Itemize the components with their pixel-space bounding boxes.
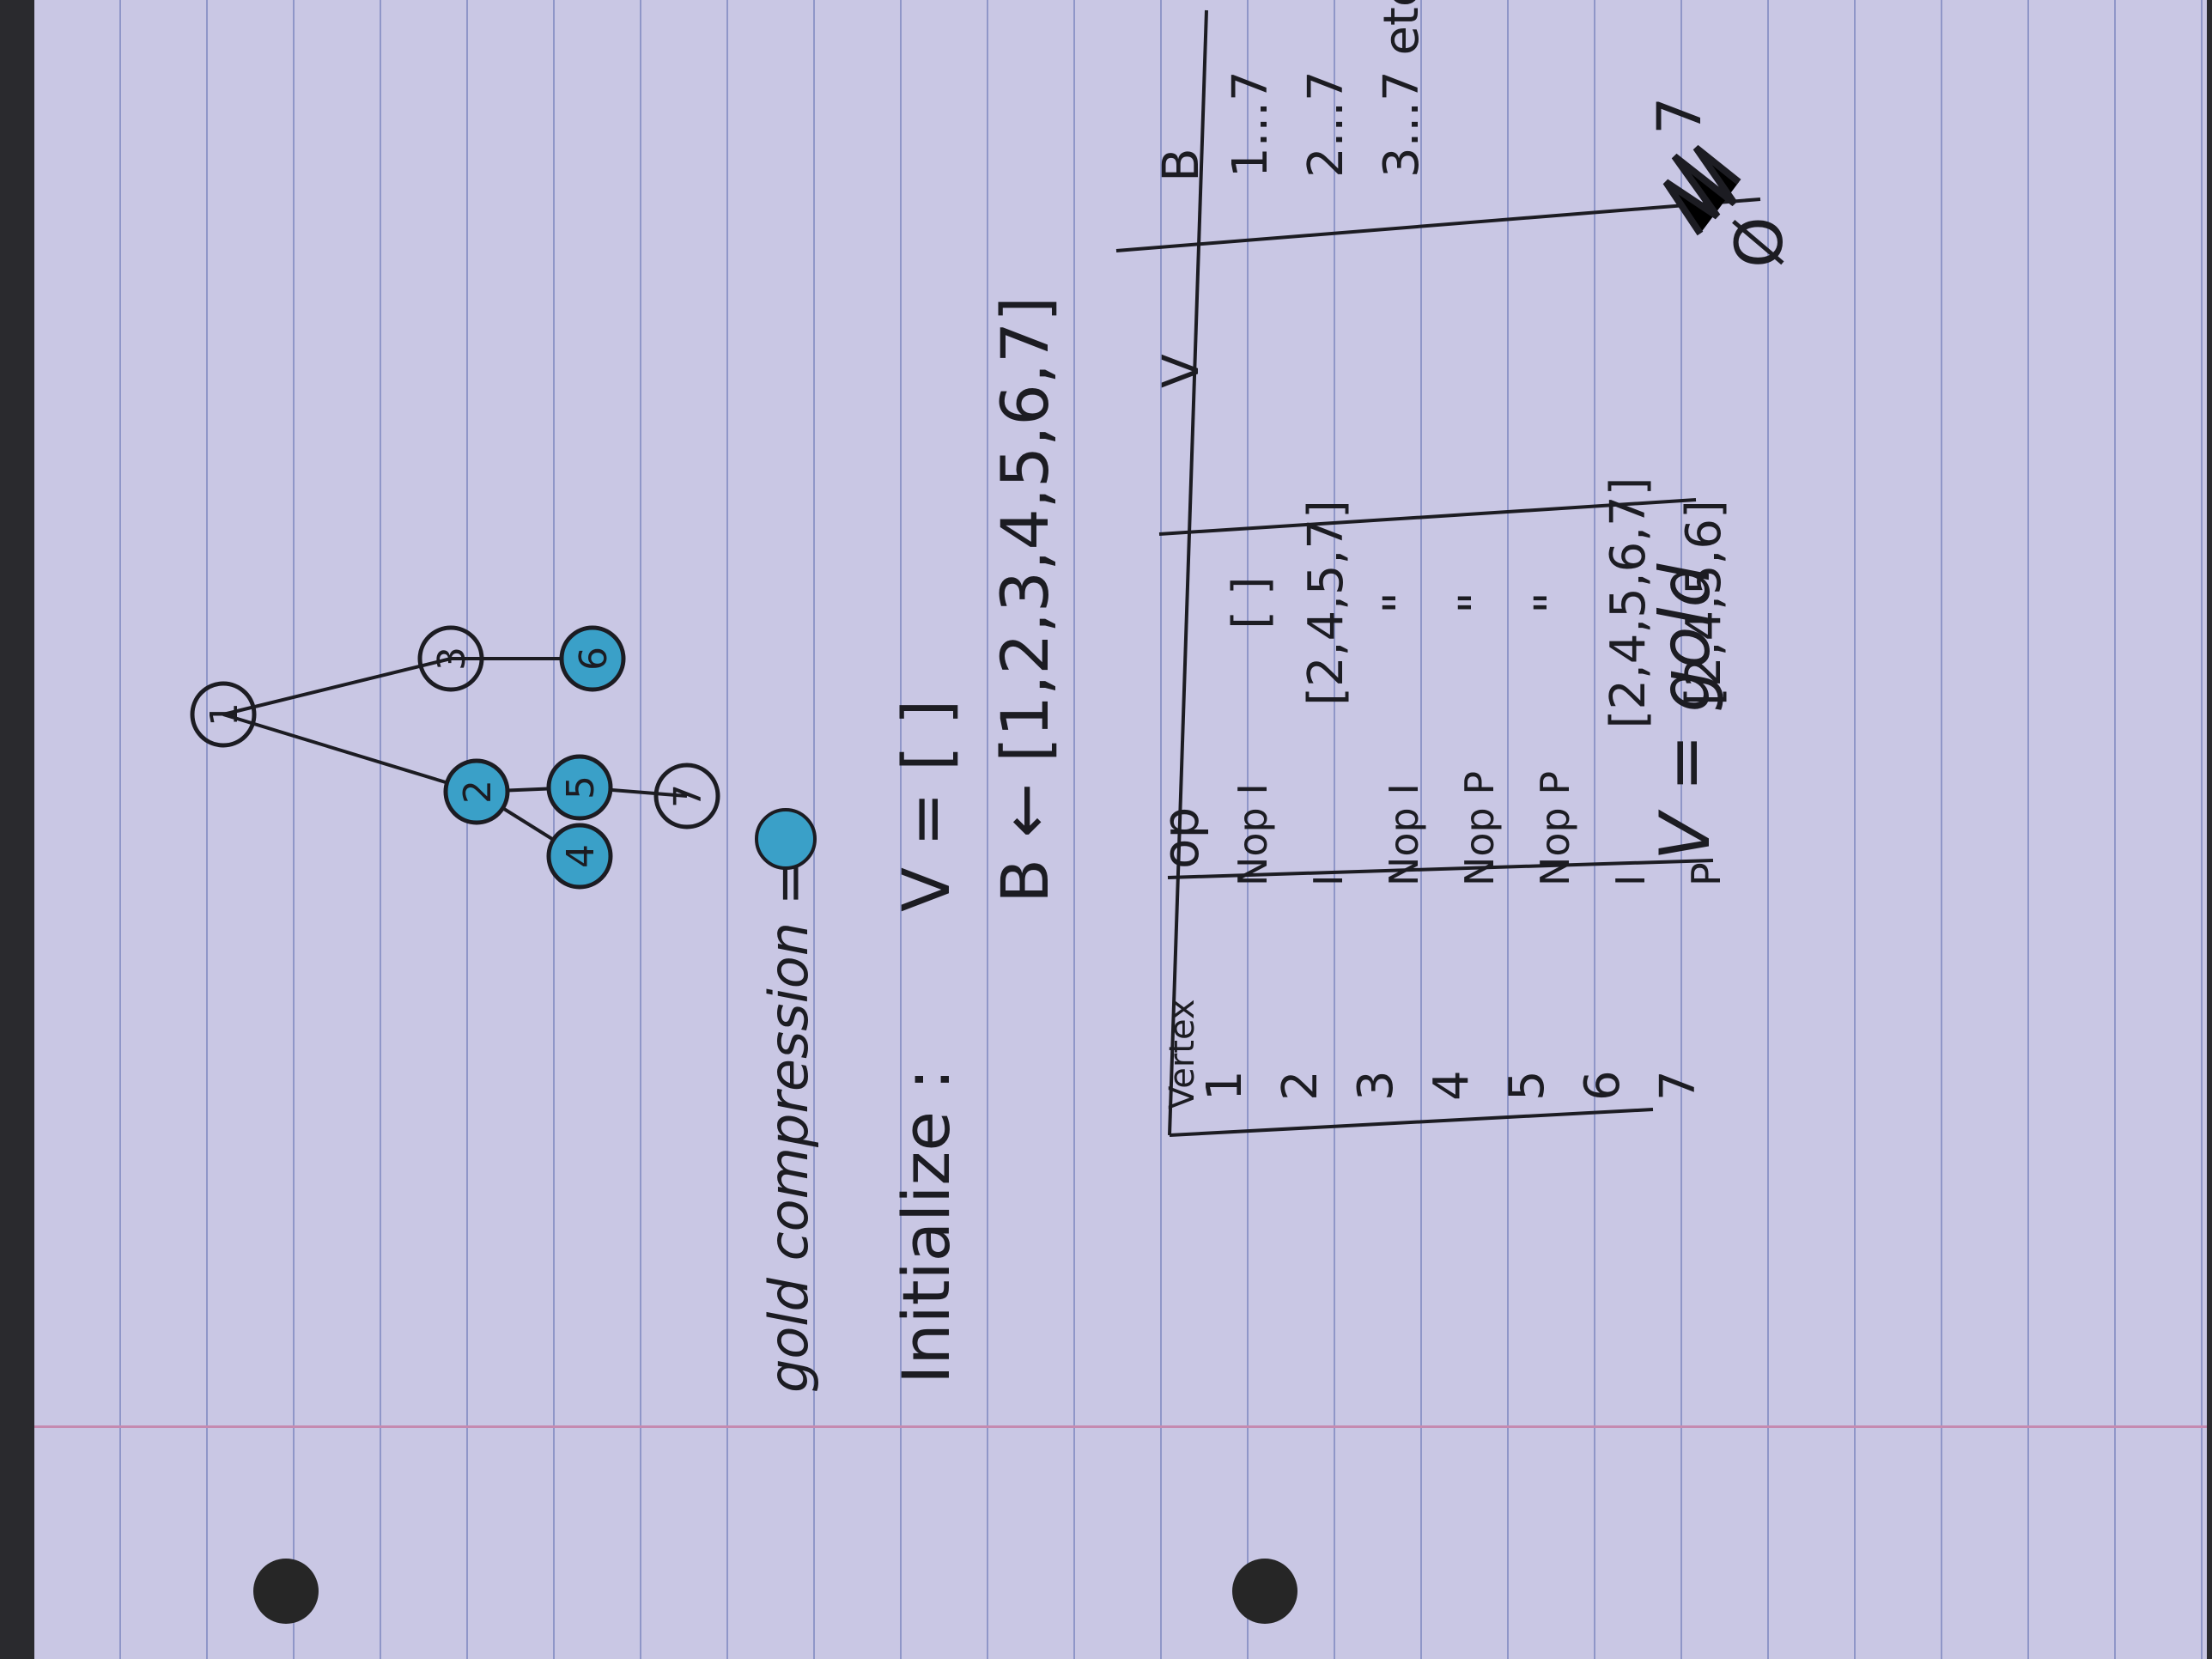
table-cell: 3...7 etc. bbox=[1374, 0, 1430, 178]
table-row: 6 I [2,4,5,6,7] bbox=[1575, 477, 1656, 1101]
scribble-mark bbox=[1662, 144, 1741, 236]
table-cell: 5 bbox=[1499, 1070, 1555, 1101]
tree-node-circle bbox=[443, 758, 510, 825]
tree-node-label: 3 bbox=[430, 647, 474, 671]
punch-hole bbox=[253, 1559, 319, 1624]
side-note-empty-set: Ø bbox=[1721, 216, 1797, 268]
tree-node-circle bbox=[190, 681, 257, 748]
table-cell: 2 bbox=[1273, 1070, 1328, 1101]
table-cell: 7 bbox=[1650, 1070, 1706, 1101]
initialize-label: Initialize : bbox=[888, 1068, 964, 1384]
table-cell: Nop P bbox=[1456, 771, 1503, 886]
punch-hole bbox=[1232, 1559, 1297, 1624]
table-row: 7 P [2,4,5,6] bbox=[1650, 500, 1732, 1101]
table-cell: " bbox=[1449, 592, 1505, 614]
table-cell: I bbox=[1607, 874, 1654, 886]
table-cell: 2...7 bbox=[1298, 70, 1354, 178]
tree-node-5: 5 bbox=[546, 754, 613, 821]
tree-node-label: 4 bbox=[559, 844, 603, 868]
tree-node-circle bbox=[546, 754, 613, 821]
tree-node-circle bbox=[559, 625, 626, 692]
table-cell: 1...7 bbox=[1223, 70, 1279, 178]
tree-node-7: 7 bbox=[653, 763, 720, 830]
tree-node-label: 2 bbox=[456, 780, 500, 804]
tree-node-3: 3 bbox=[417, 625, 484, 692]
table-cell: 3 bbox=[1348, 1070, 1404, 1101]
tree-node-6: 6 bbox=[559, 625, 626, 692]
table-row: 3 Nop I " 3...7 etc. bbox=[1348, 0, 1430, 1101]
header-b: B bbox=[1152, 148, 1210, 182]
tree-node-label: 7 bbox=[666, 784, 710, 808]
table-cell: 1 bbox=[1197, 1070, 1253, 1101]
blue-marker-dot bbox=[755, 808, 817, 870]
gold-compression-label: gold compression = bbox=[757, 860, 820, 1393]
table-cell: Nop I bbox=[1381, 783, 1427, 886]
notebook-page bbox=[34, 0, 2207, 1659]
margin-line bbox=[34, 1425, 2207, 1428]
tree-node-circle bbox=[546, 823, 613, 890]
tree-node-1: 1 bbox=[190, 681, 257, 748]
v-initial: V = [ ] bbox=[888, 700, 964, 912]
tree-nodes: 1 2 3 4 5 6 7 bbox=[190, 625, 720, 890]
tree-node-label: 1 bbox=[203, 702, 246, 726]
table-cell: I bbox=[1305, 874, 1352, 886]
tree-edge bbox=[222, 713, 477, 793]
tree-node-label: 6 bbox=[572, 647, 616, 671]
table-cell: [2,4,5,7] bbox=[1298, 500, 1354, 706]
header-op: op bbox=[1152, 807, 1210, 869]
table-row: 5 Nop P " bbox=[1499, 592, 1581, 1101]
header-v: V bbox=[1152, 354, 1210, 388]
table-cell: [2,4,5,6,7] bbox=[1601, 477, 1656, 728]
table-header: Vertex op V B bbox=[1152, 148, 1210, 1109]
table-row: 4 Nop P " bbox=[1424, 592, 1505, 1101]
result-line: V = gold bbox=[1645, 562, 1725, 860]
table-cell: [ ] bbox=[1223, 576, 1279, 629]
b-initial: B ← [1,2,3,4,5,6,7] bbox=[987, 296, 1063, 903]
table-cell: 6 bbox=[1575, 1070, 1631, 1101]
table-cell: 4 bbox=[1424, 1070, 1480, 1101]
table-row: 1 Nop I [ ] 1...7 bbox=[1197, 70, 1279, 1101]
tree-diagram: 1 2 3 4 5 6 7 bbox=[190, 625, 720, 890]
table-cell: " bbox=[1374, 592, 1430, 614]
table-lines bbox=[1115, 9, 1761, 1137]
tree-node-circle bbox=[417, 625, 484, 692]
header-vertex: Vertex bbox=[1163, 999, 1202, 1109]
table-body: 1 Nop I [ ] 1...7 2 I [2,4,5,7] 2...7 3 Nop I " 3..… bbox=[1197, 0, 1732, 1101]
table-cell: P bbox=[1683, 862, 1729, 886]
table-row: 2 I [2,4,5,7] 2...7 bbox=[1273, 70, 1354, 1101]
tree-node-label: 5 bbox=[559, 775, 603, 799]
table-cell: [2,4,5,6] bbox=[1676, 500, 1732, 706]
table-cell: Nop P bbox=[1532, 771, 1578, 886]
tree-node-circle bbox=[653, 763, 720, 830]
tree-edge bbox=[222, 657, 452, 716]
tree-node-2: 2 bbox=[443, 758, 510, 825]
side-note-seven: 7 bbox=[1644, 96, 1715, 135]
tree-node-4: 4 bbox=[546, 823, 613, 890]
table-cell: Nop I bbox=[1230, 783, 1276, 886]
table-cell: " bbox=[1525, 592, 1581, 614]
